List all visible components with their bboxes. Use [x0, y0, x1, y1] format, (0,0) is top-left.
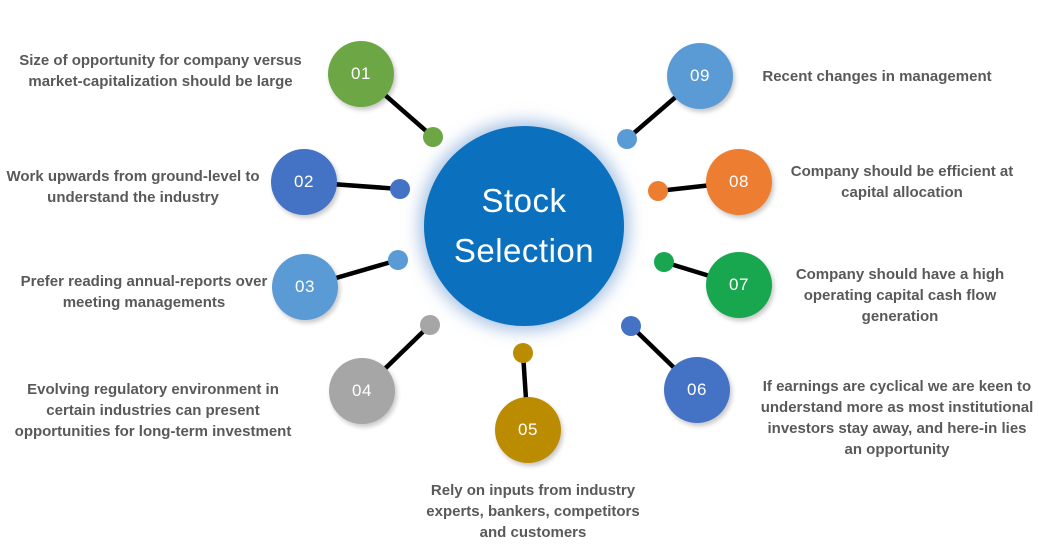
diagram-title: Stock Selection — [453, 181, 595, 269]
node-07-label: Company should have a high operating cap… — [795, 266, 1005, 325]
node-08-label: Company should be efficient at capital a… — [790, 163, 1014, 201]
node-02-number: 02 — [294, 172, 314, 191]
node-06-dot — [621, 316, 641, 336]
node-03-number: 03 — [295, 277, 315, 296]
node-08-dot — [648, 181, 668, 201]
node-07-number: 07 — [729, 275, 749, 294]
node-02-dot — [390, 179, 410, 199]
node-04-dot — [420, 315, 440, 335]
node-09-dot — [617, 129, 637, 149]
node-01-number: 01 — [351, 64, 371, 83]
node-06-circle: 06 — [664, 357, 730, 423]
node-03-circle: 03 — [272, 254, 338, 320]
node-06-number: 06 — [687, 380, 707, 399]
node-05-label: Rely on inputs from industry experts, ba… — [426, 482, 640, 541]
node-08-circle: 08 — [706, 149, 772, 215]
node-03-dot — [388, 250, 408, 270]
node-09-label: Recent changes in management — [762, 68, 992, 85]
node-02-circle: 02 — [271, 149, 337, 215]
node-01-circle: 01 — [328, 41, 394, 107]
node-09-circle: 09 — [667, 43, 733, 109]
node-05-number: 05 — [518, 420, 538, 439]
node-03-label: Prefer reading annual-reports over meeti… — [20, 273, 268, 311]
node-07-dot — [654, 252, 674, 272]
node-05-circle: 05 — [495, 397, 561, 463]
node-05-dot — [513, 343, 533, 363]
node-06-label: If earnings are cyclical we are keen to … — [760, 378, 1034, 458]
node-04-label: Evolving regulatory environment in certa… — [14, 381, 292, 440]
node-01-label: Size of opportunity for company versus m… — [19, 52, 302, 90]
node-04-circle: 04 — [329, 358, 395, 424]
node-04-number: 04 — [352, 381, 372, 400]
node-01-dot — [423, 127, 443, 147]
node-07-circle: 07 — [706, 252, 772, 318]
node-09-number: 09 — [690, 66, 710, 85]
node-02-label: Work upwards from ground-level to unders… — [6, 168, 260, 206]
node-08-number: 08 — [729, 172, 749, 191]
center-circle: Stock Selection — [424, 126, 624, 326]
